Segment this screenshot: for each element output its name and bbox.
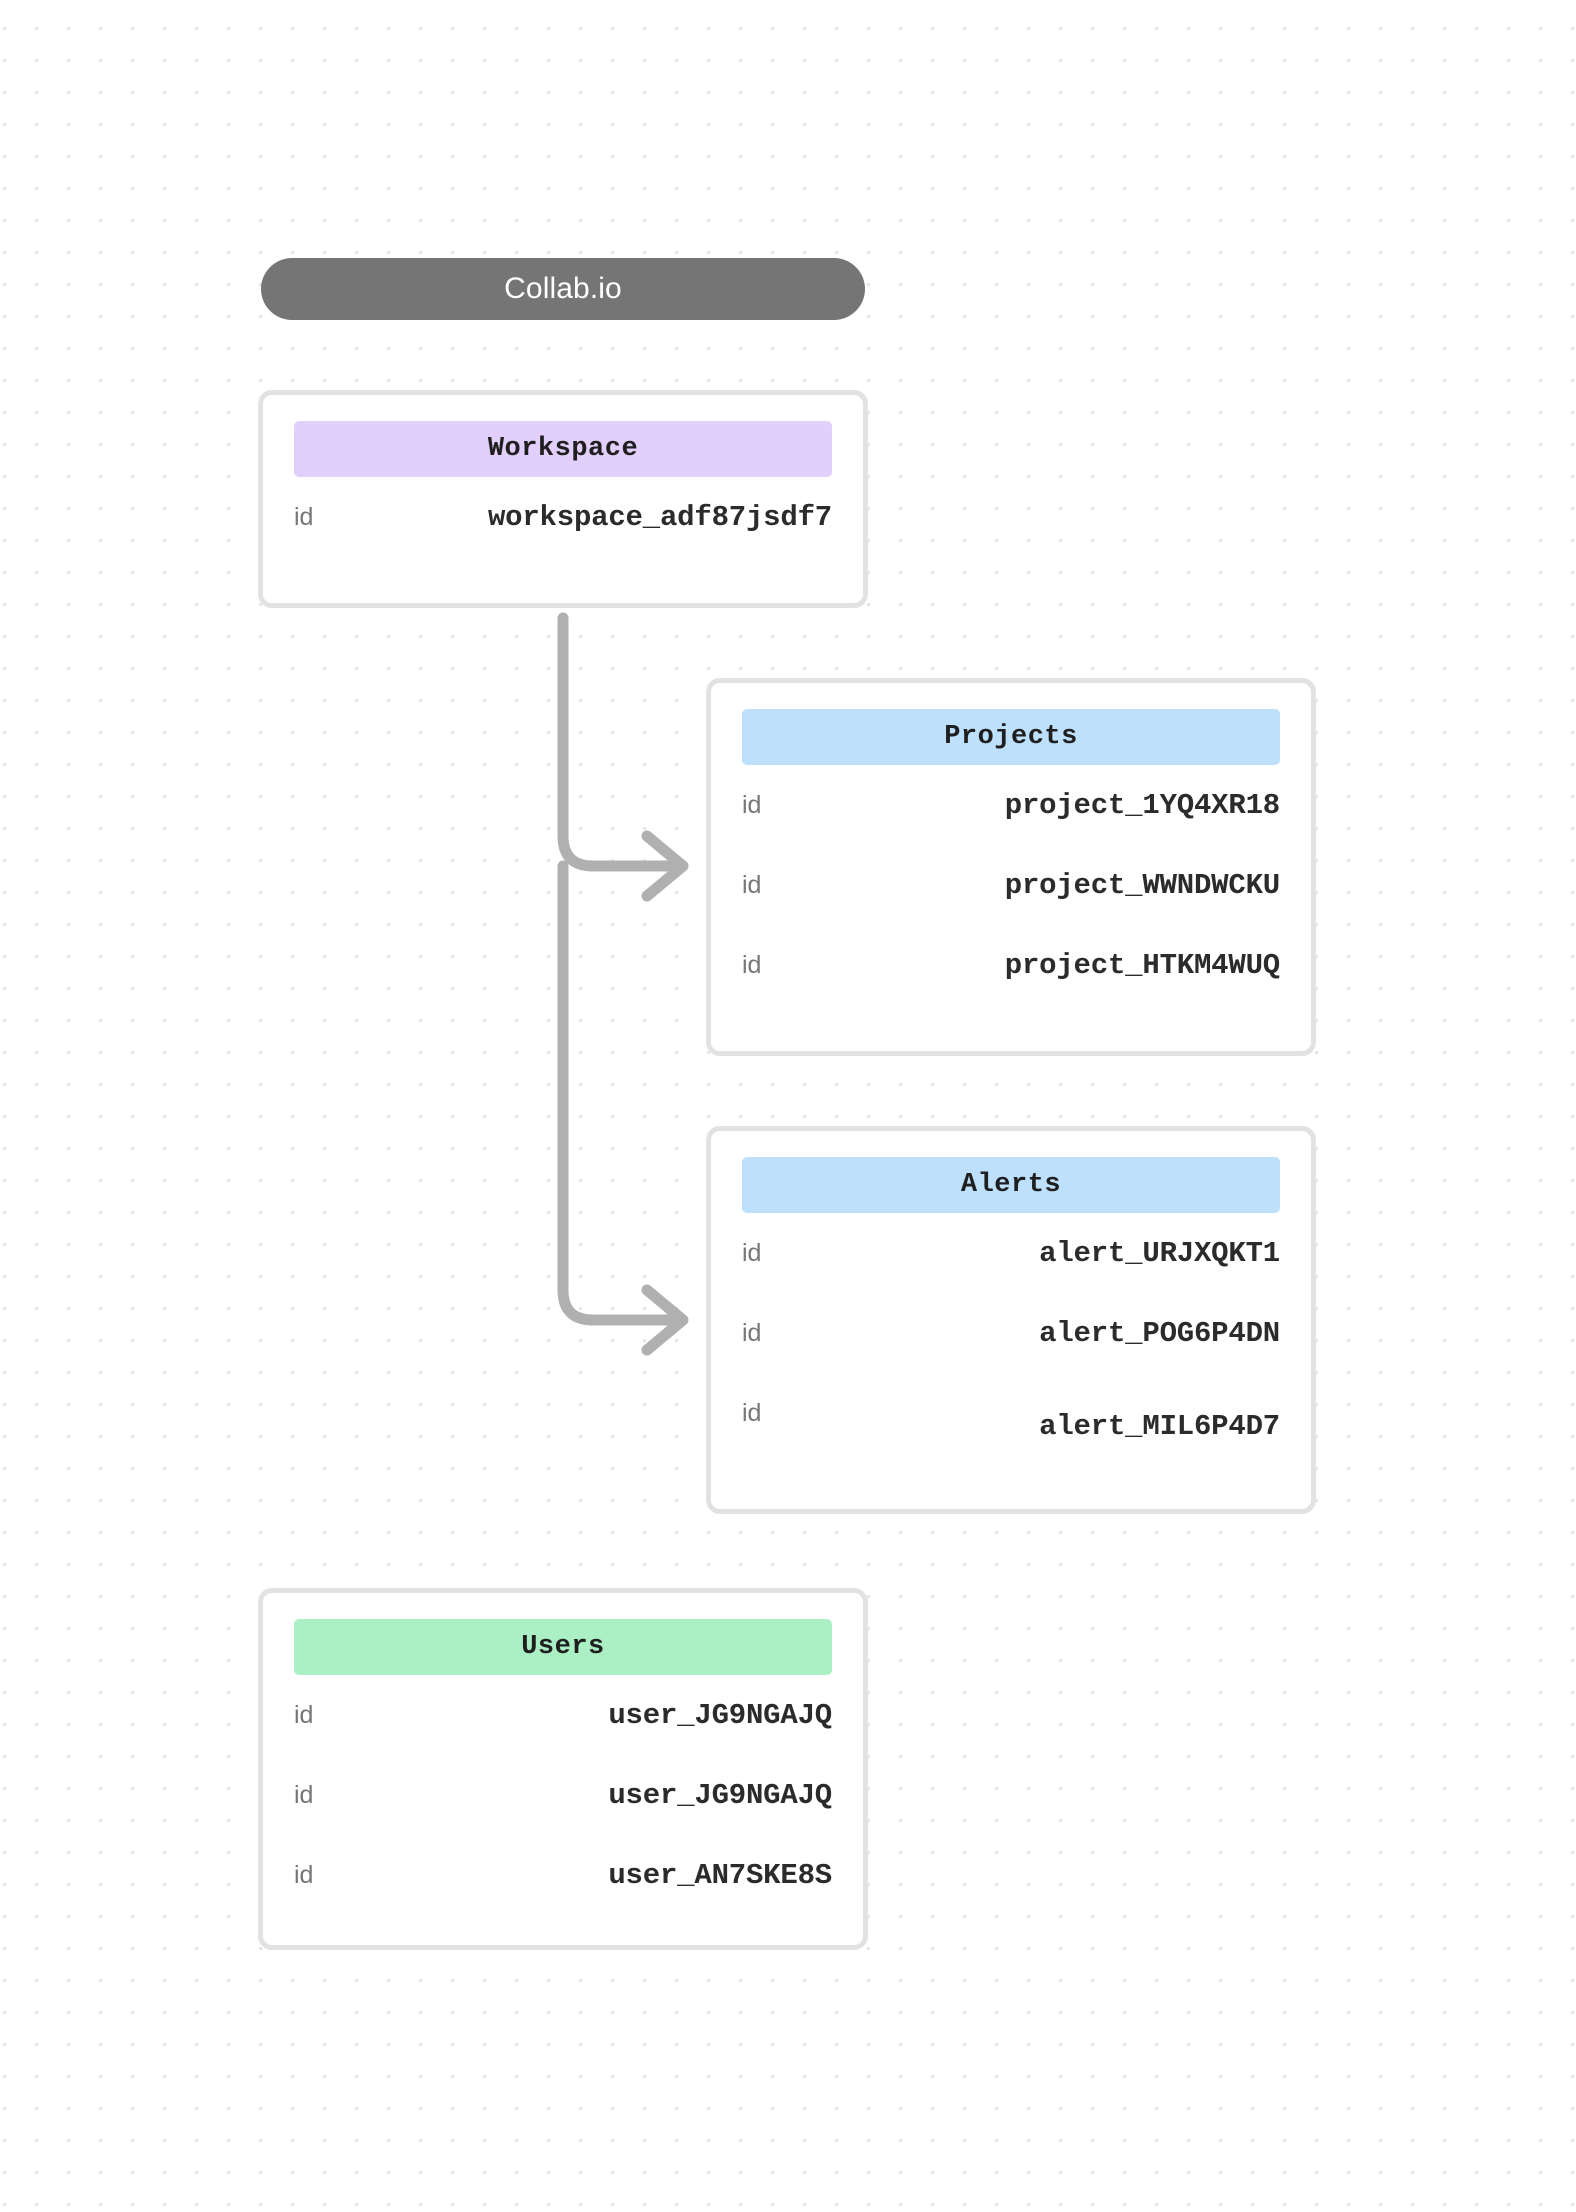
row-value: alert_URJXQKT1 [1039, 1237, 1280, 1270]
diagram-title-pill: Collab.io [261, 258, 865, 320]
table-row[interactable]: id user_JG9NGAJQ [294, 1701, 832, 1781]
row-key: id [742, 1239, 762, 1267]
entity-card-users[interactable]: Users id user_JG9NGAJQ id user_JG9NGAJQ … [258, 1588, 868, 1950]
entity-header-projects: Projects [742, 709, 1280, 765]
table-row[interactable]: id alert_URJXQKT1 [742, 1239, 1280, 1319]
row-value: alert_MIL6P4D7 [1039, 1410, 1280, 1443]
arrowhead-projects [641, 830, 689, 902]
row-key: id [294, 1701, 314, 1729]
row-key: id [742, 1319, 762, 1347]
row-value: project_1YQ4XR18 [1004, 789, 1280, 822]
arrowhead-alerts [641, 1284, 689, 1356]
connector-workspace-projects [557, 612, 687, 872]
connector-workspace-alerts [557, 860, 687, 1326]
row-key: id [742, 951, 762, 979]
row-value: project_WWNDWCKU [1004, 869, 1280, 902]
entity-title-users: Users [521, 1631, 605, 1662]
row-key: id [742, 791, 762, 819]
diagram-title-label: Collab.io [504, 272, 622, 305]
table-row[interactable]: id project_HTKM4WUQ [742, 951, 1280, 1031]
table-row[interactable]: id project_1YQ4XR18 [742, 791, 1280, 871]
row-value: alert_POG6P4DN [1039, 1317, 1280, 1350]
row-value: user_AN7SKE8S [608, 1859, 832, 1892]
entity-card-alerts[interactable]: Alerts id alert_URJXQKT1 id alert_POG6P4… [706, 1126, 1316, 1514]
row-value: workspace_adf87jsdf7 [487, 501, 832, 534]
row-key: id [294, 1781, 314, 1809]
entity-title-workspace: Workspace [487, 433, 639, 464]
row-key: id [294, 503, 314, 531]
table-row[interactable]: id alert_POG6P4DN [742, 1319, 1280, 1399]
entity-card-projects[interactable]: Projects id project_1YQ4XR18 id project_… [706, 678, 1316, 1056]
row-key: id [294, 1861, 314, 1889]
table-row[interactable]: id user_JG9NGAJQ [294, 1781, 832, 1861]
entity-header-alerts: Alerts [742, 1157, 1280, 1213]
table-row[interactable]: id project_WWNDWCKU [742, 871, 1280, 951]
table-row[interactable]: id workspace_adf87jsdf7 [294, 503, 832, 583]
row-value: project_HTKM4WUQ [1004, 949, 1280, 982]
table-row[interactable]: id alert_MIL6P4D7 [742, 1399, 1280, 1479]
entity-rows-users: id user_JG9NGAJQ id user_JG9NGAJQ id use… [294, 1701, 832, 1941]
entity-header-users: Users [294, 1619, 832, 1675]
entity-rows-projects: id project_1YQ4XR18 id project_WWNDWCKU … [742, 791, 1280, 1031]
row-key: id [742, 1399, 762, 1427]
entity-title-alerts: Alerts [960, 1169, 1062, 1200]
entity-card-workspace[interactable]: Workspace id workspace_adf87jsdf7 [258, 390, 868, 608]
table-row[interactable]: id user_AN7SKE8S [294, 1861, 832, 1941]
row-value: user_JG9NGAJQ [608, 1699, 832, 1732]
entity-rows-workspace: id workspace_adf87jsdf7 [294, 503, 832, 583]
entity-title-projects: Projects [944, 721, 1078, 752]
row-value: user_JG9NGAJQ [608, 1779, 832, 1812]
row-key: id [742, 871, 762, 899]
entity-rows-alerts: id alert_URJXQKT1 id alert_POG6P4DN id a… [742, 1239, 1280, 1479]
entity-header-workspace: Workspace [294, 421, 832, 477]
